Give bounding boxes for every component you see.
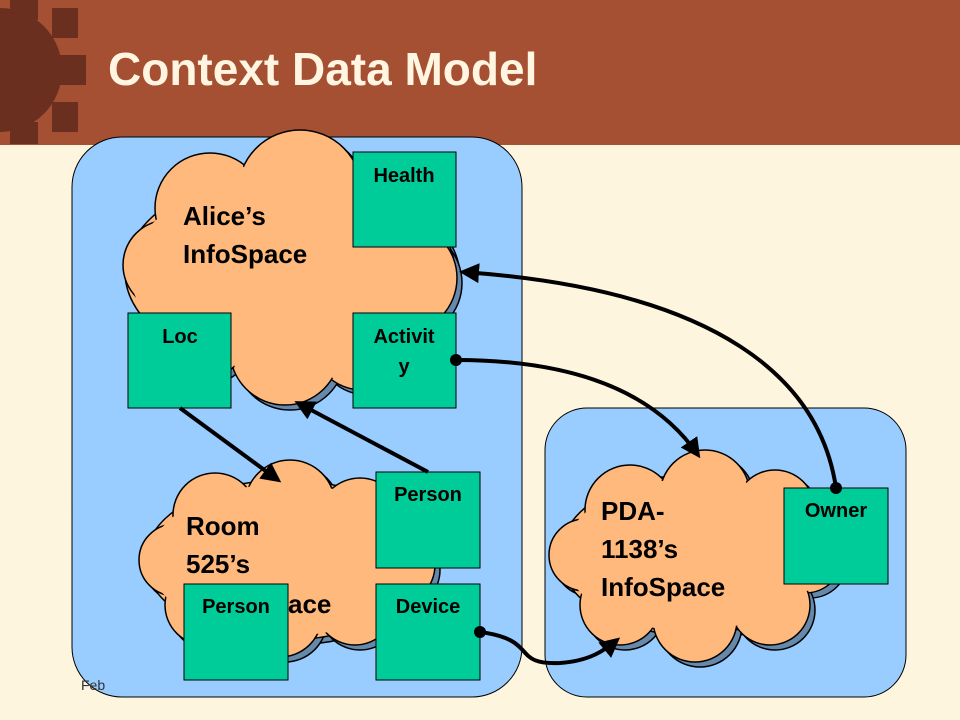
health-box-label: Health [373, 165, 434, 187]
room-label-line2: 525’s [186, 549, 250, 579]
arrow-person-to-alice [294, 401, 429, 474]
activity-box-label-line1: Activit [373, 326, 434, 348]
person-box-upper: Person [375, 471, 481, 569]
person-box-lower-label: Person [202, 596, 270, 618]
health-box: Health [352, 151, 457, 248]
person-box-lower: Person [183, 583, 289, 681]
pda-label-line1: PDA- [601, 496, 665, 526]
alice-label-line1: Alice’s [183, 201, 266, 231]
arrow-owner-to-alice [459, 263, 838, 489]
arrow-activity-to-pda [455, 358, 701, 459]
arrow-device-to-pda [479, 630, 621, 666]
owner-box: Owner [783, 487, 889, 585]
person-box-upper-label: Person [394, 484, 462, 506]
connector-dots [450, 354, 842, 638]
room-label-line3-partial: ace [288, 589, 331, 619]
activity-box-label-line2: y [398, 356, 410, 378]
room-label-line1: Room [186, 511, 260, 541]
device-box: Device [375, 583, 481, 681]
pda-label-line3: InfoSpace [601, 572, 725, 602]
footer-date: Feb [81, 677, 105, 693]
pda-label-line2: 1138’s [601, 534, 678, 564]
loc-box: Loc [127, 312, 232, 409]
loc-box-label: Loc [162, 326, 198, 348]
device-box-label: Device [396, 596, 461, 618]
activity-box: Activit y [352, 312, 457, 409]
owner-box-label: Owner [805, 500, 867, 522]
header-band [0, 0, 960, 145]
alice-label-line2: InfoSpace [183, 239, 307, 269]
arrow-loc-to-room [178, 406, 282, 483]
gear-icon [0, 0, 86, 144]
page-title: Context Data Model [108, 43, 537, 95]
